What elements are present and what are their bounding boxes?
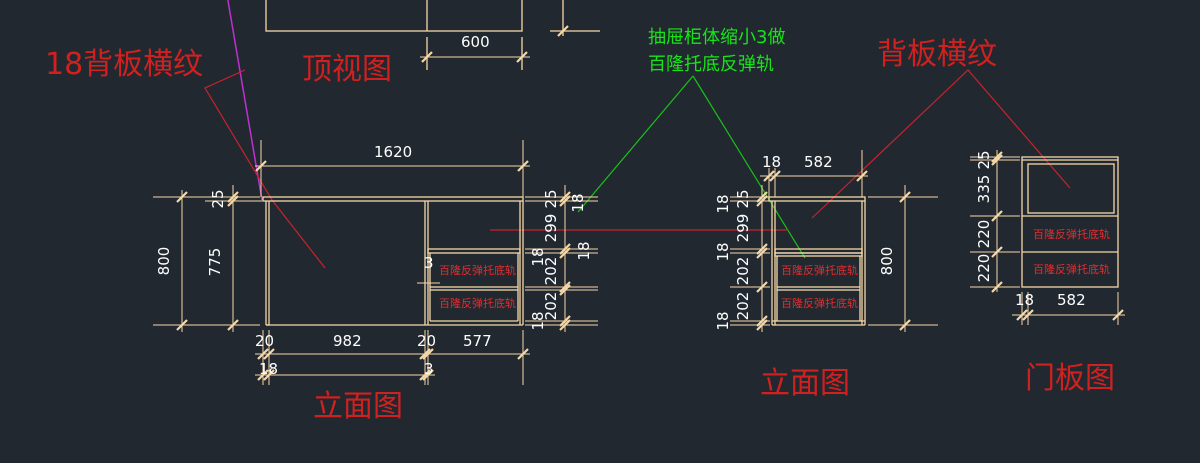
dim-18-bottom: 18 xyxy=(259,360,278,378)
dim-stack-202-b: 202 xyxy=(542,292,560,321)
label-door-panel: 门板图 xyxy=(1025,361,1115,396)
label-18-back-panel: 18背板横纹 xyxy=(45,47,203,82)
note-drawer-line1: 抽屉柜体缩小3做 xyxy=(648,27,785,48)
dim-stack-18-b: 18 xyxy=(529,247,547,266)
dim-stack-18-d: 18 xyxy=(529,311,547,330)
dim-stack-18-a: 18 xyxy=(569,193,587,212)
dim-800-mid: 800 xyxy=(878,247,896,276)
dim-mid-18-b: 18 xyxy=(714,242,732,261)
dim-door-18: 18 xyxy=(1015,291,1034,309)
rail-label-door-1: 百隆反弹托底轨 xyxy=(1033,227,1110,241)
left-elevation: 百隆反弹托底轨 百隆反弹托底轨 1620 800 775 25 xyxy=(153,140,598,385)
dim-door-25: 25 xyxy=(975,150,993,169)
label-back-panel: 背板横纹 xyxy=(877,37,997,72)
label-elevation-left: 立面图 xyxy=(313,389,403,424)
dim-20-b: 20 xyxy=(417,332,436,350)
middle-elevation: 百隆反弹托底轨 百隆反弹托底轨 18 582 18 25 299 18 202 … xyxy=(714,150,938,332)
dim-1620: 1620 xyxy=(374,143,412,161)
rail-label-door-2: 百隆反弹托底轨 xyxy=(1033,262,1110,276)
note-drawer-line2: 百隆托底反弹轨 xyxy=(648,54,774,75)
dim-top-600: 600 xyxy=(461,33,490,51)
dim-20-a: 20 xyxy=(255,332,274,350)
dim-mid-582: 582 xyxy=(804,153,833,171)
dim-25-left: 25 xyxy=(209,189,227,208)
dim-stack-25: 25 xyxy=(542,189,560,208)
door-panel-view: 百隆反弹托底轨 百隆反弹托底轨 25 335 220 220 18 582 xyxy=(970,150,1125,325)
dim-stack-299: 299 xyxy=(542,214,560,243)
label-elevation-mid: 立面图 xyxy=(760,366,850,401)
dim-3-drawer: 3 xyxy=(424,254,434,272)
top-view: 600 xyxy=(265,0,600,70)
rail-label-mid-2: 百隆反弹托底轨 xyxy=(781,296,858,310)
dim-mid-18-c: 18 xyxy=(714,311,732,330)
dim-mid-202-a: 202 xyxy=(734,257,752,286)
dim-door-220-a: 220 xyxy=(975,220,993,249)
label-top-view: 顶视图 xyxy=(302,52,392,87)
rail-label-left-2: 百隆反弹托底轨 xyxy=(439,296,516,310)
annotations: 18背板横纹 顶视图 立面图 立面图 背板横纹 门板图 抽屉柜体缩小3做 百隆托… xyxy=(45,27,1115,424)
dim-mid-18-a: 18 xyxy=(714,194,732,213)
dim-door-220-b: 220 xyxy=(975,254,993,283)
rail-label-left-1: 百隆反弹托底轨 xyxy=(439,263,516,277)
dim-door-335: 335 xyxy=(975,175,993,204)
dim-3-bottom: 3 xyxy=(424,360,434,378)
dim-mid-25: 25 xyxy=(734,189,752,208)
dim-800-left: 800 xyxy=(155,247,173,276)
dim-982: 982 xyxy=(333,332,362,350)
dim-577: 577 xyxy=(463,332,492,350)
dim-mid-202-b: 202 xyxy=(734,292,752,321)
dim-mid-299: 299 xyxy=(734,214,752,243)
dim-mid-18-top: 18 xyxy=(762,153,781,171)
rail-label-mid-1: 百隆反弹托底轨 xyxy=(781,263,858,277)
dim-door-582: 582 xyxy=(1057,291,1086,309)
dim-stack-202-a: 202 xyxy=(542,257,560,286)
dim-775: 775 xyxy=(206,248,224,277)
dim-stack-18-c: 18 xyxy=(575,241,593,260)
